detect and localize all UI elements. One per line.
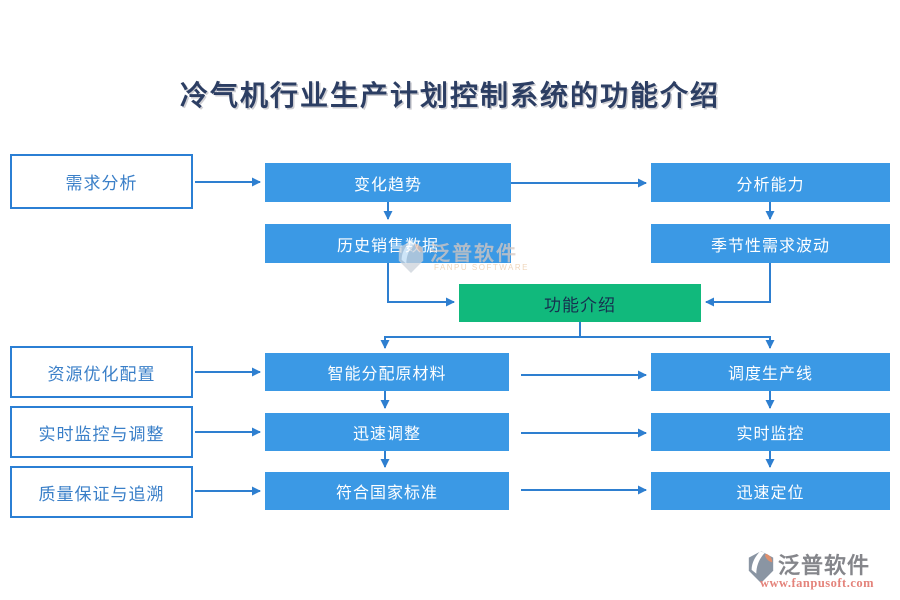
node-production-line-scheduling: 调度生产线	[651, 353, 890, 391]
diagram-title: 冷气机行业生产计划控制系统的功能介绍	[179, 81, 720, 112]
watermark-brand-text: 泛普软件	[430, 243, 518, 265]
footer-website-text: www.fanpusoft.com	[760, 576, 875, 590]
node-realtime-monitor-adjust: 实时监控与调整	[10, 406, 193, 458]
node-demand-analysis: 需求分析	[10, 154, 193, 209]
fanpu-logo-icon	[748, 551, 774, 583]
fanpu-watermark-logo-icon	[398, 241, 424, 273]
node-rapid-locating: 迅速定位	[651, 472, 890, 510]
node-function-introduction: 功能介绍	[459, 284, 701, 322]
node-resource-optimization: 资源优化配置	[10, 346, 193, 398]
node-realtime-monitoring: 实时监控	[651, 413, 890, 451]
node-historical-sales-data: 历史销售数据	[265, 224, 511, 263]
footer-brand-text: 泛普软件	[778, 553, 871, 578]
node-national-standard-compliance: 符合国家标准	[265, 472, 509, 510]
node-rapid-adjustment: 迅速调整	[265, 413, 509, 451]
node-analysis-capability: 分析能力	[651, 163, 890, 202]
watermark: 泛普软件 FANPU SOFTWARE	[394, 233, 544, 285]
node-change-trend: 变化趋势	[265, 163, 511, 202]
node-smart-material-allocation: 智能分配原材料	[265, 353, 509, 391]
watermark-brand-en-text: FANPU SOFTWARE	[434, 263, 529, 272]
footer-logo: 泛普软件 www.fanpusoft.com	[744, 548, 894, 594]
node-quality-assurance-trace: 质量保证与追溯	[10, 466, 193, 518]
node-seasonal-demand-fluctuation: 季节性需求波动	[651, 224, 890, 263]
